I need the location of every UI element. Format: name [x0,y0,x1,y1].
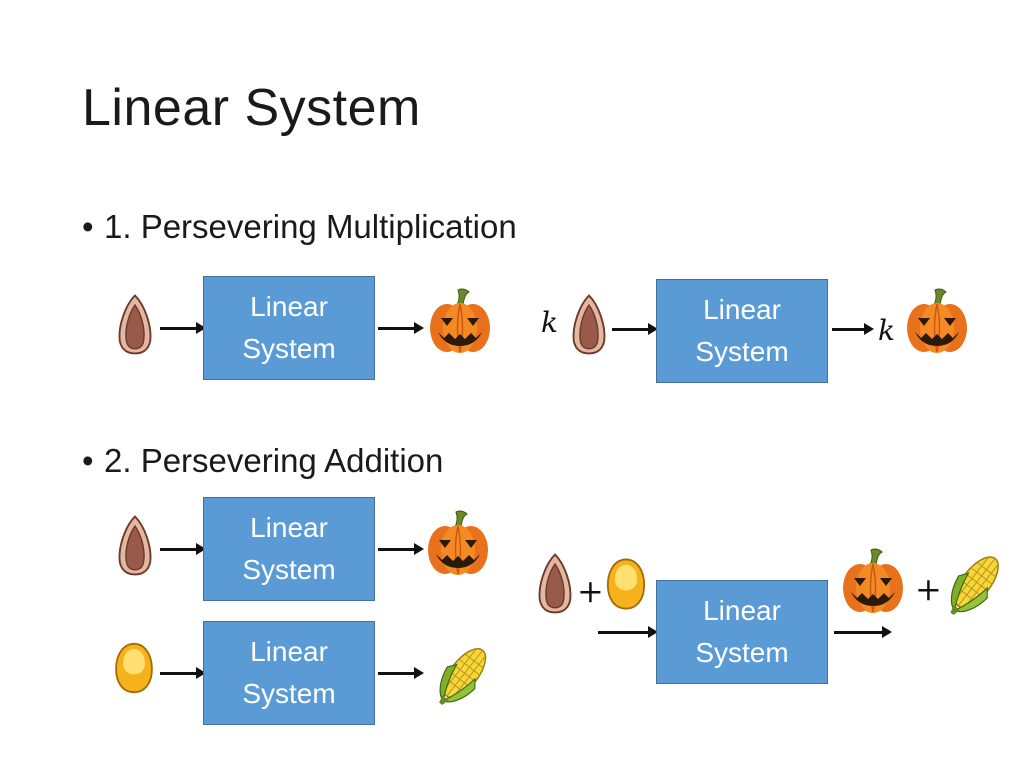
jack-o-lantern-icon [423,508,493,578]
bullet-addition: • 2. Persevering Addition [82,442,443,480]
slide-title: Linear System [82,79,421,137]
output-arrow [378,322,424,334]
jack-o-lantern-icon [425,286,495,356]
jack-o-lantern-icon [838,546,908,616]
bullet-multiplication: • 1. Persevering Multiplication [82,208,517,246]
box-label-line1: Linear [703,294,781,325]
input-arrow [612,323,658,335]
output-arrow [832,323,874,335]
box-label-line2: System [242,678,336,709]
corn-cob-icon [425,640,503,708]
linear-system-box: Linear System [656,580,828,684]
corn-kernel-icon [606,556,646,612]
plus-sign-output: + [915,570,942,608]
input-arrow [160,543,206,555]
pumpkin-seed-icon [116,514,154,576]
output-arrow [834,626,892,638]
scalar-k-output: k [878,314,895,347]
scalar-k-input: k [541,306,558,339]
pumpkin-seed-icon [116,293,154,355]
box-label-line1: Linear [250,291,328,322]
box-label-line2: System [695,637,789,668]
jack-o-lantern-icon [902,286,972,356]
corn-kernel-icon [114,642,154,694]
box-label-line2: System [242,554,336,585]
linear-system-box: Linear System [656,279,828,383]
linear-system-box: Linear System [203,497,375,601]
output-arrow [378,543,424,555]
output-arrow [378,667,424,679]
input-arrow [160,322,206,334]
box-label-line2: System [242,333,336,364]
bullet-marker: • [82,442,94,479]
pumpkin-seed-icon [536,552,574,614]
box-label-line1: Linear [250,512,328,543]
input-arrow [598,626,658,638]
bullet-text: 2. Persevering Addition [104,442,444,479]
bullet-marker: • [82,208,94,245]
linear-system-box: Linear System [203,276,375,380]
corn-cob-icon [936,548,1016,618]
box-label-line2: System [695,336,789,367]
input-arrow [160,667,206,679]
bullet-text: 1. Persevering Multiplication [104,208,517,245]
box-label-line1: Linear [703,595,781,626]
linear-system-box: Linear System [203,621,375,725]
pumpkin-seed-icon [570,293,608,355]
plus-sign-input: + [577,572,604,610]
box-label-line1: Linear [250,636,328,667]
